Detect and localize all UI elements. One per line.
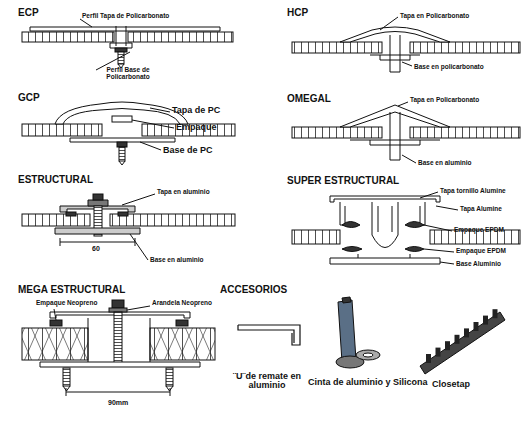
- accessory-name: Cinta de aluminio y Silicona: [308, 378, 428, 387]
- part-label: Tapa tornillo Alumine: [440, 188, 506, 195]
- part-label: Empaque Neopreno: [36, 300, 97, 307]
- dimension: 60: [92, 245, 100, 252]
- section-title: SUPER ESTRUCTURAL: [287, 176, 399, 187]
- section-title: HCP: [287, 8, 308, 19]
- section-title: ACCESORIOS: [220, 285, 287, 296]
- closetap-tooth: [436, 348, 441, 357]
- section-title: ECP: [18, 8, 39, 19]
- section-title: OMEGAL: [287, 94, 331, 105]
- part-label: Base en policarbonato: [414, 64, 484, 71]
- part-label: Base Aluminio: [456, 261, 501, 268]
- part-label: Arandela Neopreno: [152, 300, 212, 307]
- part-label: Tapa en Policarbonato: [410, 97, 479, 104]
- closetap-tooth: [474, 322, 479, 331]
- closetap-tooth: [483, 316, 488, 325]
- accessory-name: ¨U¨de remate en aluminio: [232, 372, 302, 391]
- part-label: Empaque EPDM: [456, 248, 506, 255]
- part-label: Tapa en aluminio: [157, 189, 210, 196]
- part-label: Tapa Alumine: [460, 206, 502, 213]
- section-title: MEGA ESTRUCTURAL: [18, 285, 125, 296]
- part-label: Perfil Base de Policarbonato: [97, 67, 159, 81]
- part-label: Perfil Tapa de Policarbonato: [82, 13, 169, 20]
- part-label: Base de PC: [163, 146, 213, 155]
- closetap-tooth: [493, 309, 498, 318]
- closetap-tooth: [455, 335, 460, 344]
- closetap-tooth: [445, 341, 450, 350]
- closetap-tooth: [426, 354, 431, 363]
- section-title: GCP: [18, 93, 40, 104]
- closetap-tooth: [464, 328, 469, 337]
- section-title: ESTRUCTURAL: [18, 175, 93, 186]
- dimension: 90mm: [108, 399, 128, 406]
- accessory-name: Closetap: [432, 380, 470, 389]
- part-label: Base en aluminio: [418, 160, 471, 167]
- part-label: Empaque EPDM: [454, 227, 504, 234]
- part-label: Tapa de PC: [172, 106, 220, 115]
- part-label: Tapa en Policarbonato: [400, 13, 469, 20]
- part-label: Empaque: [176, 123, 217, 132]
- part-label: Base en aluminio: [150, 257, 203, 264]
